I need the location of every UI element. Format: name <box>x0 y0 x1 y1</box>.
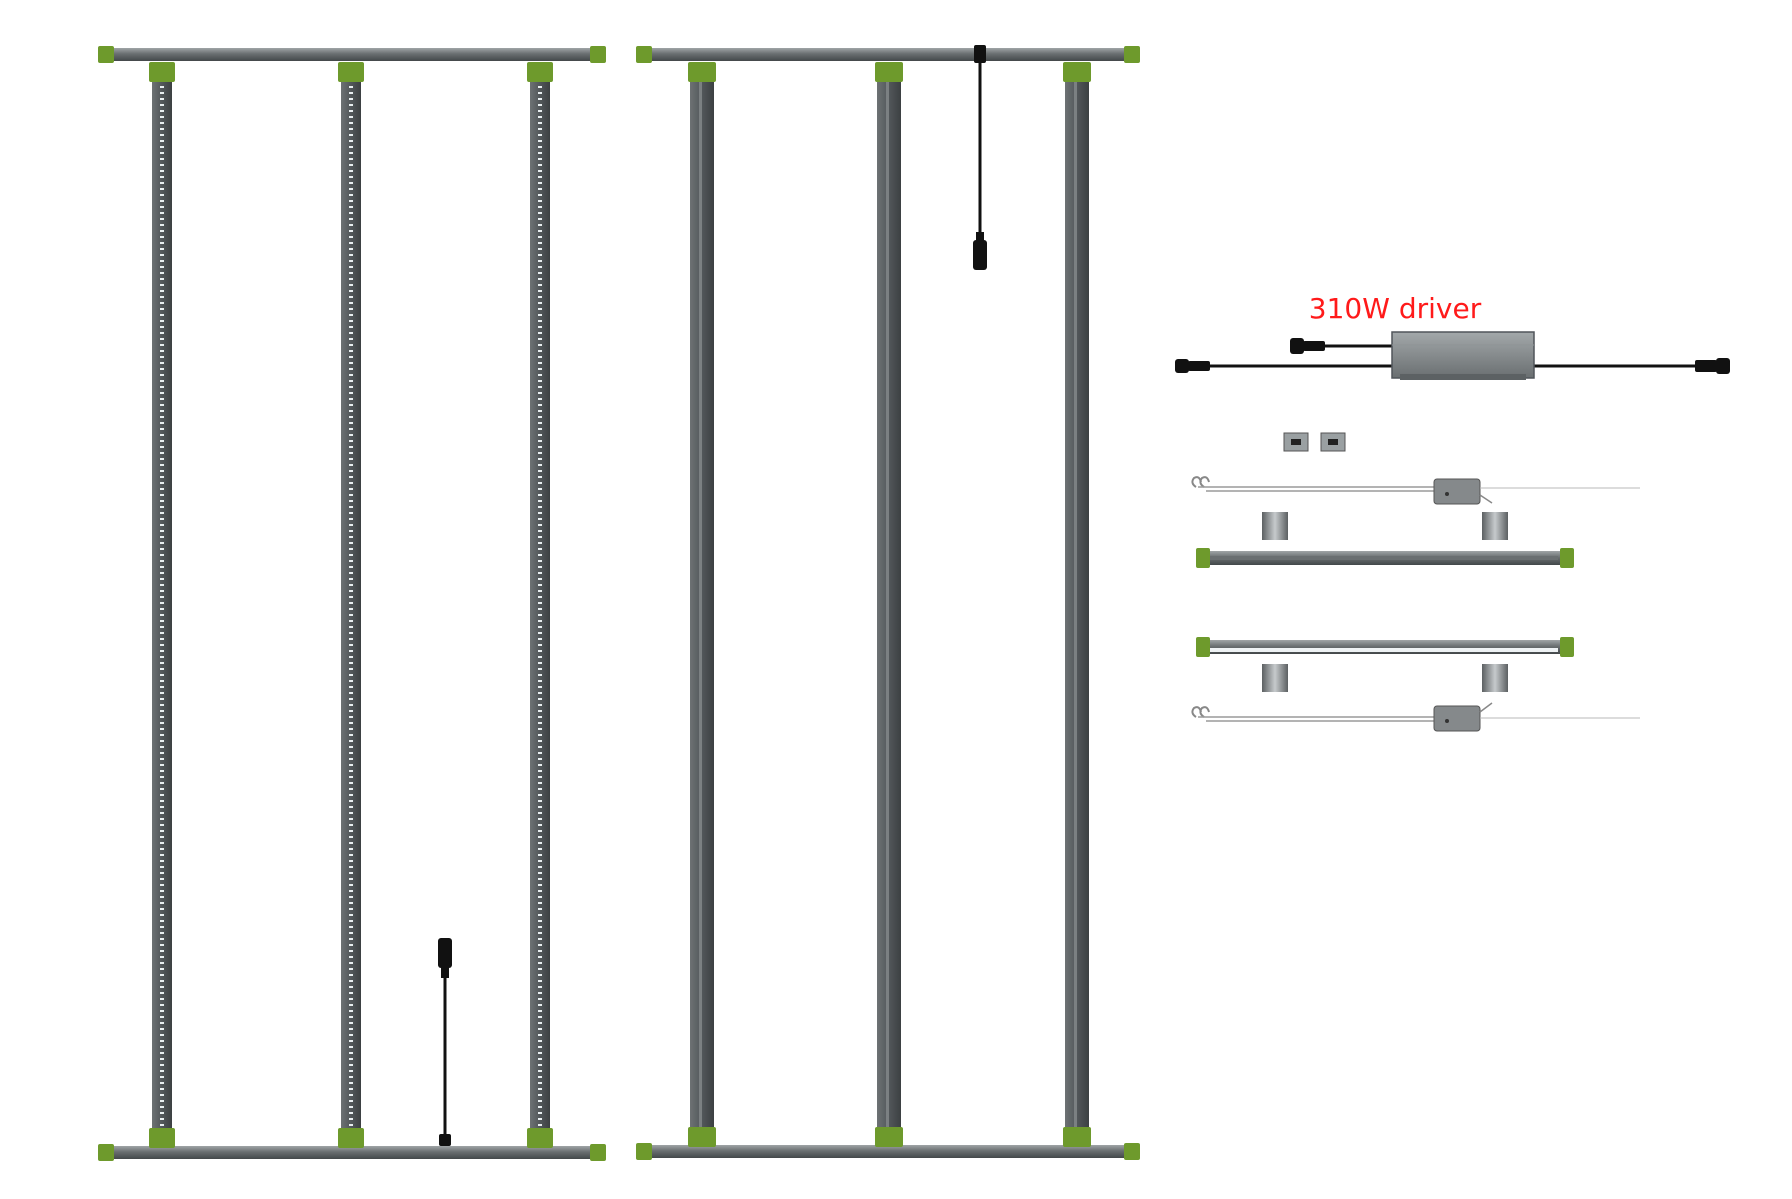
hanging-kit-top <box>1191 476 1640 505</box>
hanger-hook-icon <box>1191 476 1202 488</box>
left-frame-top-left-cap <box>98 46 114 63</box>
light-bar-1 <box>688 62 716 1147</box>
middle-light-frame <box>636 45 1140 1160</box>
bar-bracket-left-bottom <box>1262 664 1288 692</box>
bar-bracket-right-bottom <box>1482 664 1508 692</box>
middle-frame-light-bars <box>688 62 1091 1147</box>
hanger-ratchet <box>1433 705 1481 732</box>
left-light-frame <box>98 46 606 1161</box>
hanger-ratchet <box>1433 478 1481 505</box>
middle-frame-bottom-left-cap <box>636 1143 652 1160</box>
bar-bracket-left-top <box>1262 512 1288 540</box>
middle-frame-top-bar <box>640 48 1132 61</box>
light-bar-2 <box>875 62 903 1147</box>
driver-output-plug <box>1716 358 1730 374</box>
left-frame-bottom-left-cap <box>98 1144 114 1161</box>
left-frame-connector-cable <box>438 938 452 1146</box>
middle-frame-top-right-cap <box>1124 46 1140 63</box>
left-frame-led-strips <box>149 62 553 1148</box>
short-light-bar-top <box>1196 548 1574 568</box>
middle-frame-connector-cable <box>973 45 987 270</box>
left-frame-top-bar <box>100 48 602 61</box>
middle-frame-bottom-bar <box>640 1145 1132 1158</box>
bar-bracket-right-top <box>1482 512 1508 540</box>
led-strip-3 <box>527 62 553 1148</box>
middle-frame-bottom-right-cap <box>1124 1143 1140 1160</box>
driver-wattage-label: 310W driver <box>1308 292 1482 325</box>
hanger-hook-icon <box>1191 706 1202 718</box>
led-strip-2 <box>338 62 364 1148</box>
power-driver <box>1175 331 1730 380</box>
mounting-clips <box>1283 432 1346 452</box>
left-frame-bottom-right-cap <box>590 1144 606 1161</box>
hanging-kit-bottom <box>1191 702 1640 732</box>
left-frame-top-right-cap <box>590 46 606 63</box>
driver-body <box>1391 331 1535 379</box>
middle-frame-top-left-cap <box>636 46 652 63</box>
short-light-bar-bottom <box>1196 637 1574 657</box>
driver-aux-plug <box>1290 338 1304 354</box>
led-strip-1 <box>149 62 175 1148</box>
driver-input-plug <box>1175 359 1189 373</box>
left-frame-bottom-bar <box>100 1146 602 1159</box>
light-bar-3 <box>1063 62 1091 1147</box>
